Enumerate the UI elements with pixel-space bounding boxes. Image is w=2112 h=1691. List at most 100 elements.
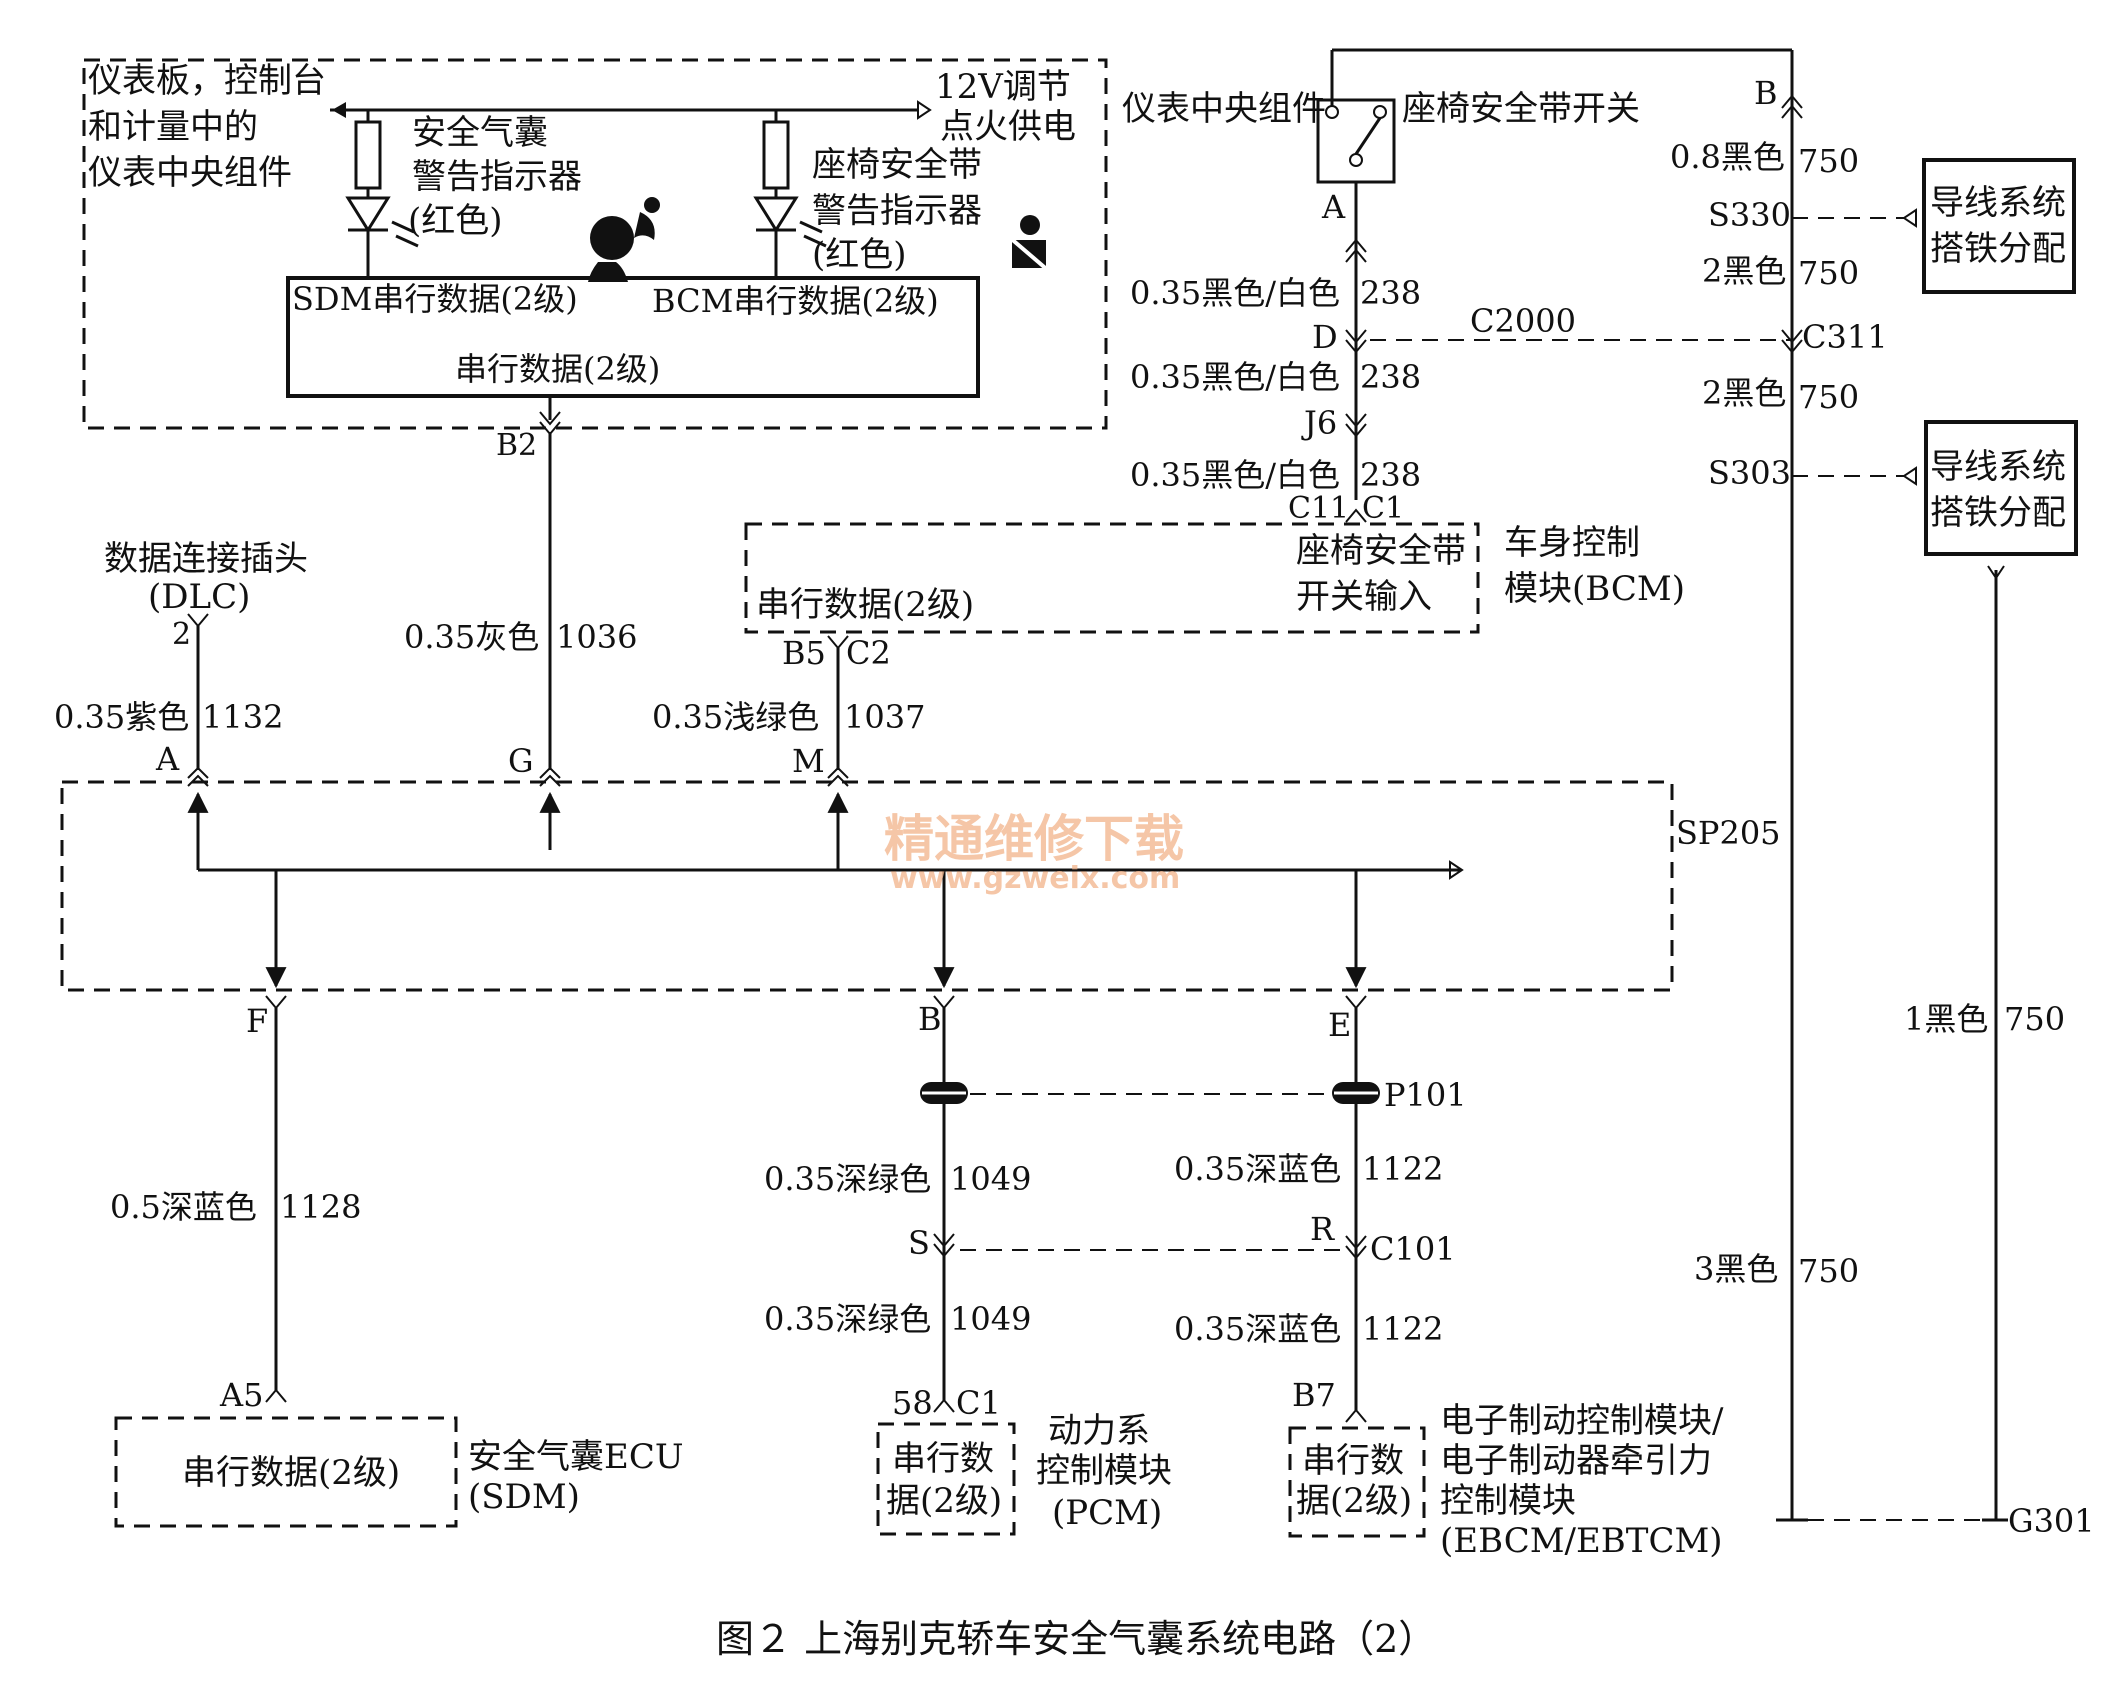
power-label: 12V调节 点火供电	[935, 67, 1082, 147]
switch-label: 座椅安全带开关	[1402, 89, 1640, 129]
gray-wire-number: 1036	[556, 618, 637, 656]
ground-wire-3-number: 750	[1798, 378, 1859, 416]
ground-wire-5-color: 1黑色	[1904, 1000, 1988, 1038]
splice-pin-m: M	[792, 742, 825, 780]
cluster-boundary	[82, 58, 1108, 430]
ground-wire-4-number: 750	[1798, 1252, 1859, 1290]
connector-symbol	[1345, 238, 1367, 263]
splice-name: SP205	[1676, 814, 1781, 852]
bcm-serial: 串行数据(2级)	[756, 585, 974, 625]
ground-distribution-1: 导线系统 搭铁分配	[1922, 158, 2077, 294]
ebcm-wire-1-color: 0.35深蓝色	[1174, 1150, 1341, 1188]
seatbelt-warning-icon	[1006, 215, 1052, 274]
splice-sp205	[60, 766, 1674, 992]
sdm-name: 安全气囊ECU (SDM)	[468, 1437, 694, 1517]
sdm-serial: 串行数据(2级)	[182, 1453, 400, 1493]
conn-d: D	[1312, 318, 1338, 356]
ground-wire-2-color: 2黑色	[1702, 252, 1786, 290]
pin-f-symbol	[265, 995, 287, 1010]
splice-pin-e: E	[1328, 1006, 1351, 1044]
ebcm-pin-b7: B7	[1292, 1376, 1336, 1414]
s330-label: S330	[1708, 196, 1791, 234]
rail-arrow	[332, 102, 346, 118]
ebcm-wire-2-color: 0.35深蓝色	[1174, 1310, 1341, 1348]
s303-arrow	[1902, 466, 1917, 486]
cluster-title: 仪表板，控制台 和计量中的 仪表中央组件	[88, 61, 337, 193]
svg-text:精通维修下载: 精通维修下载	[884, 810, 1184, 868]
ground-pin-b: B	[1754, 74, 1778, 112]
ebcm-r-symbol	[1345, 1235, 1367, 1260]
ebcm-serial: 串行数 据(2级)	[1296, 1441, 1415, 1521]
splice-pin-g: G	[508, 742, 534, 780]
seatbelt-switch	[1316, 98, 1396, 184]
figure-caption: 图２ 上海别克轿车安全气囊系统电路（2）	[716, 1617, 1436, 1661]
pcm-wire-2-color: 0.35深绿色	[764, 1300, 931, 1338]
bcm-wire-2-number: 238	[1360, 358, 1421, 396]
pcm-pin-s: S	[908, 1224, 930, 1262]
ebcm-name: 电子制动控制模块/ 电子制动器牵引力 控制模块 (EBCM/EBTCM)	[1440, 1401, 1734, 1561]
sdm-wire-color: 0.5深蓝色	[110, 1188, 257, 1226]
ground-wire-5-number: 750	[2004, 1000, 2065, 1038]
ground-wire-3-color: 2黑色	[1702, 374, 1786, 412]
sdm-pin: A5	[219, 1376, 263, 1414]
airbag-lamp-label: 安全气囊 警告指示器 (红色)	[408, 113, 593, 241]
pcm-c1: C1	[956, 1384, 1001, 1422]
p101-connector-ebcm	[1332, 1082, 1380, 1104]
ebcm-pin-symbol	[1345, 1408, 1367, 1423]
sdm-wire-number: 1128	[280, 1188, 361, 1226]
ebcm-wire-2-number: 1122	[1362, 1310, 1443, 1348]
ground-dist-2-label: 导线系统 搭铁分配	[1930, 447, 2077, 533]
ebcm-pin-r: R	[1310, 1210, 1335, 1248]
bcm-input-label: 座椅安全带 开关输入	[1296, 531, 1477, 617]
serial-module-box	[286, 276, 980, 398]
pcm-wire-2-number: 1049	[950, 1300, 1031, 1338]
ebcm-wire-1-number: 1122	[1362, 1150, 1443, 1188]
dlc-pin: 2	[172, 617, 191, 652]
splice-pin-b: B	[918, 1000, 942, 1038]
pcm-pin-symbol	[933, 1398, 955, 1413]
bcm-wire-1-number: 238	[1360, 274, 1421, 312]
switch-cluster-label: 仪表中央组件	[1122, 89, 1326, 129]
bcm-wire-1-color: 0.35黑色/白色	[1130, 274, 1340, 312]
switch-pin-a: A	[1321, 188, 1346, 226]
g301-label: G301	[2008, 1502, 2095, 1540]
bcm-pin-b5: B5	[782, 634, 826, 672]
pcm-pin-58: 58	[892, 1384, 933, 1422]
s330-arrow	[1902, 208, 1917, 228]
seatbelt-lamp-label: 座椅安全带 警告指示器 (红色)	[812, 145, 993, 275]
sdm-pin-symbol	[265, 1388, 287, 1403]
bcm-pin-symbol	[827, 635, 849, 650]
p101-connector-pcm	[920, 1082, 968, 1104]
ground-wire-1-number: 750	[1798, 142, 1859, 180]
ground-wire-1-color: 0.8黑色	[1670, 138, 1785, 176]
c2000-label: C2000	[1470, 302, 1576, 340]
ground-wire-2-number: 750	[1798, 254, 1859, 292]
gray-wire-color: 0.35灰色	[404, 618, 539, 656]
pcm-wire-1-number: 1049	[950, 1160, 1031, 1198]
sdm-module: 串行数据(2级)	[114, 1416, 458, 1528]
ground-dist-1-label: 导线系统 搭铁分配	[1930, 183, 2077, 269]
seatbelt-warning-lamp	[753, 110, 827, 278]
green-wire-color: 0.35浅绿色	[652, 698, 819, 736]
bcm-pin-c2: C2	[846, 634, 891, 672]
dlc-wire-color: 0.35紫色	[54, 698, 189, 736]
c311-label: C311	[1802, 318, 1888, 356]
j6-label: J6	[1301, 404, 1337, 442]
c101-label: C101	[1370, 1230, 1456, 1268]
ground-distribution-2: 导线系统 搭铁分配	[1924, 420, 2078, 556]
sdm-serial-label: SDM串行数据(2级)	[292, 280, 578, 318]
svg-text:www.gzweix.com: www.gzweix.com	[890, 861, 1180, 896]
splice-pin-f: F	[246, 1002, 268, 1040]
pcm-s-symbol	[933, 1233, 955, 1258]
bcm-c1: C1	[1362, 491, 1404, 526]
bcm-wire-3-number: 238	[1360, 456, 1421, 494]
ebcm-module: 串行数 据(2级)	[1288, 1426, 1426, 1538]
bcm-module: 串行数据(2级) 座椅安全带 开关输入 车身控制 模块(BCM)	[744, 522, 1685, 634]
watermark: 精通维修下载 www.gzweix.com	[884, 810, 1184, 896]
splice-pin-a: A	[155, 740, 180, 778]
bcm-wire-3-color: 0.35黑色/白色	[1130, 456, 1340, 494]
ground-b-symbol	[1781, 94, 1803, 119]
pcm-module: 串行数 据(2级)	[876, 1422, 1016, 1536]
instrument-cluster: 仪表板，控制台 和计量中的 仪表中央组件 12V调节 点火供电 安全气囊 警告指…	[82, 58, 1108, 430]
dlc-label: 数据连接插头 (DLC)	[104, 539, 319, 617]
